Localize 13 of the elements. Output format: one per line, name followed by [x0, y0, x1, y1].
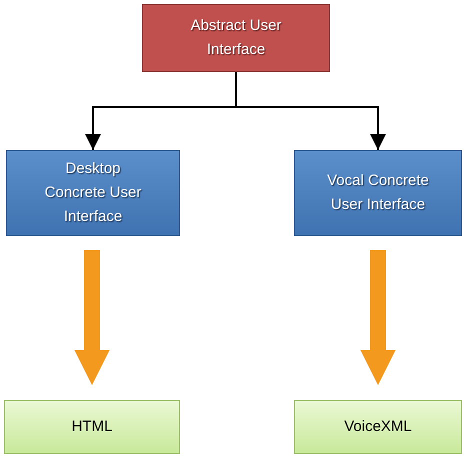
output-box [294, 400, 462, 454]
thick-arrow [360, 250, 396, 386]
concrete-box [294, 150, 462, 236]
node-label: Vocal Concrete User Interface [326, 171, 430, 215]
abstract-box [142, 4, 330, 72]
concrete-box [6, 150, 180, 236]
node-label: Abstract User Interface [190, 16, 282, 60]
node-label: HTML [72, 417, 112, 437]
arrow [235, 72, 386, 150]
output-box [4, 400, 180, 454]
node-label: Desktop Concrete User Interface [44, 159, 142, 227]
thick-arrow [74, 250, 110, 386]
node-label: VoiceXML [344, 417, 412, 437]
